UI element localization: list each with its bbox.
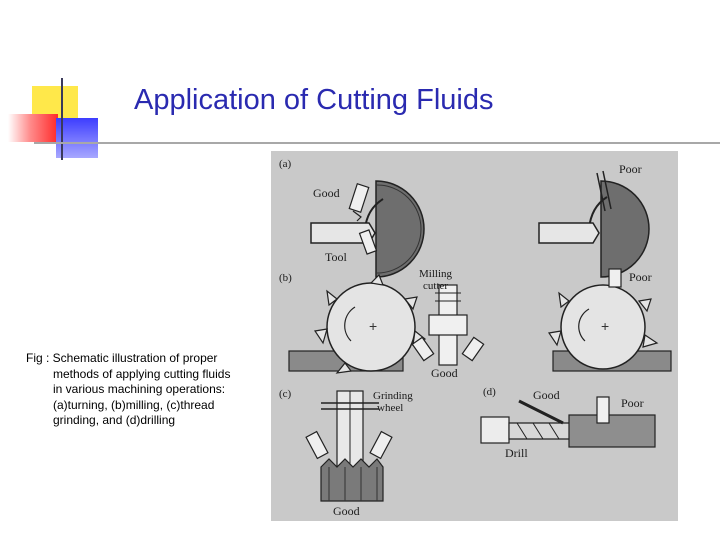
nozzle-poor-a-line1: [596, 172, 606, 212]
tool-a-right: [538, 222, 600, 244]
nozzle-good-c-left: [305, 430, 329, 460]
drill-flutes: [516, 422, 560, 440]
label-good-c: Good: [333, 504, 360, 518]
cutter-tooth: [642, 333, 659, 348]
arbor-hub: [428, 314, 468, 336]
nozzle-poor-a-line2: [602, 170, 612, 210]
panel-label-a: (a): [279, 158, 292, 170]
nozzle-good-a: [348, 183, 370, 213]
slide-title: Application of Cutting Fluids: [134, 84, 494, 116]
workpiece-a-left: [375, 180, 425, 278]
figure-caption: Fig : Schematic illustration of proper m…: [26, 351, 231, 427]
nozzle-good-b-left: [411, 336, 435, 362]
nozzle-good-a-tip: [352, 210, 362, 222]
label-good-b: Good: [431, 366, 458, 380]
decor-vertical-line: [61, 78, 63, 160]
panel-label-b: (b): [279, 272, 292, 284]
label-poor-b: Poor: [629, 270, 652, 284]
nozzle-a-below: [358, 229, 378, 255]
title-underline: [34, 142, 720, 144]
nozzle-good-c-right: [369, 430, 393, 460]
panel-d-drilling: (d) Good Poor Drill: [480, 386, 656, 460]
label-grinding-wheel-1: Grinding: [373, 390, 413, 402]
nozzle-good-d: [518, 399, 564, 425]
cutter-tooth: [335, 362, 353, 374]
label-tool-a: Tool: [325, 250, 347, 264]
cutter-tooth: [637, 298, 652, 313]
label-grinding-wheel-2: wheel: [377, 402, 403, 414]
nozzle-poor-d: [596, 396, 610, 424]
label-good-d: Good: [533, 388, 560, 402]
decor-blue-square: [56, 118, 98, 158]
drill-chuck: [480, 416, 510, 444]
nozzle-poor-b: [608, 268, 622, 288]
workpiece-d: [568, 414, 656, 448]
label-drill-d: Drill: [505, 446, 528, 460]
label-poor-a: Poor: [619, 162, 642, 176]
cutter-tooth: [313, 328, 328, 345]
rotation-arrow-b-left: [344, 306, 356, 342]
label-milling-cutter-2: cutter: [423, 280, 448, 292]
panel-label-c: (c): [279, 388, 292, 400]
workpiece-a-left-arc: [376, 184, 422, 274]
cutter-center-mark: +: [601, 318, 609, 334]
cutter-tooth: [558, 291, 570, 309]
label-milling-cutter-1: Milling: [419, 268, 453, 280]
cutter-tooth: [547, 330, 562, 347]
milling-cutter-right: [560, 284, 646, 370]
panel-label-d: (d): [483, 386, 496, 398]
panel-b-milling: + + (b) Milling cutter Poor Good: [279, 268, 672, 380]
decor-red-bar: [8, 114, 58, 142]
label-good-a: Good: [313, 186, 340, 200]
label-poor-d: Poor: [621, 396, 644, 410]
panel-c-thread-grinding: (c) Grinding wheel Good: [279, 388, 413, 518]
cutter-center-mark: +: [369, 318, 377, 334]
cutter-tooth: [369, 273, 384, 286]
rotation-arrow-b-right: [578, 308, 590, 342]
nozzle-good-b-right: [461, 336, 485, 362]
cutter-tooth: [326, 289, 338, 307]
cutter-tooth: [403, 296, 418, 311]
cutting-fluids-figure: (a) Good Tool Poor +: [271, 151, 678, 521]
threaded-workpiece: [320, 458, 384, 502]
